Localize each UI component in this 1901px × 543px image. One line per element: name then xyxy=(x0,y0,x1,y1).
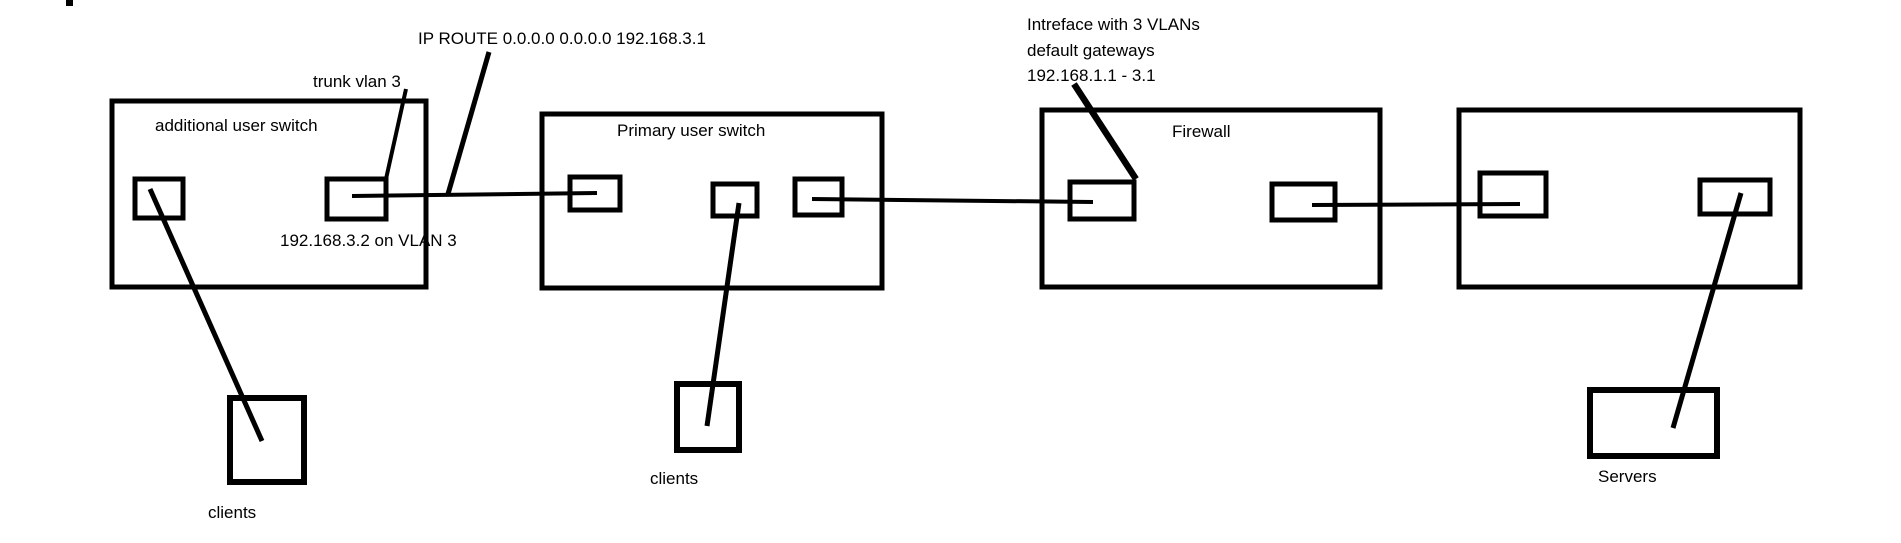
port xyxy=(1067,179,1137,222)
firewall-note-annotation: Intreface with 3 VLANs default gateways … xyxy=(1027,15,1200,85)
device-box xyxy=(1039,107,1383,290)
endpoint-servers: Servers xyxy=(1587,387,1720,486)
vlan-ip-annotation: 192.168.3.2 on VLAN 3 xyxy=(280,231,457,250)
link-additional-to-primary xyxy=(351,191,598,198)
device-box xyxy=(109,98,429,290)
device-box xyxy=(1456,107,1803,290)
port xyxy=(132,176,186,221)
link-firewall-to-unlabeled-switch xyxy=(1311,202,1521,207)
endpoint-clients-left: clients xyxy=(208,395,307,522)
endpoint-box xyxy=(227,395,307,485)
ip-route-annotation: IP ROUTE 0.0.0.0 0.0.0.0 192.168.3.1 xyxy=(418,29,706,48)
link-primary-to-clients xyxy=(704,202,742,427)
device-label: Firewall xyxy=(1172,122,1231,141)
link-additional-to-clients xyxy=(147,187,265,443)
endpoint-box xyxy=(674,381,742,453)
port xyxy=(792,176,845,218)
firewall-note-line1: Intreface with 3 VLANs xyxy=(1027,15,1200,34)
endpoint-clients-middle: clients xyxy=(650,381,742,488)
link-primary-to-firewall xyxy=(811,197,1094,204)
device-box xyxy=(539,111,885,291)
trunk-vlan-annotation: trunk vlan 3 xyxy=(313,72,401,91)
device-firewall: Firewall xyxy=(1039,107,1383,290)
firewall-note-line3: 192.168.1.1 - 3.1 xyxy=(1027,66,1156,85)
stray-pen-mark xyxy=(66,0,73,6)
firewall-note-line2: default gateways xyxy=(1027,41,1155,60)
device-additional-user-switch: additional user switch xyxy=(109,98,429,290)
device-unlabeled-switch xyxy=(1456,107,1803,290)
device-label: Primary user switch xyxy=(617,121,765,140)
trunk-vlan-pointer-line xyxy=(384,88,408,180)
port xyxy=(324,176,389,222)
ip-route-pointer-line xyxy=(445,51,492,195)
port xyxy=(1477,170,1549,219)
port xyxy=(567,174,623,213)
port xyxy=(1697,177,1773,217)
firewall-note-pointer-line xyxy=(1071,82,1139,181)
device-primary-user-switch: Primary user switch xyxy=(539,111,885,291)
endpoint-box xyxy=(1587,387,1720,459)
endpoint-label: Servers xyxy=(1598,467,1657,486)
port xyxy=(1269,181,1338,223)
port xyxy=(710,181,760,219)
endpoint-label: clients xyxy=(650,469,698,488)
endpoint-label: clients xyxy=(208,503,256,522)
device-label: additional user switch xyxy=(155,116,318,135)
